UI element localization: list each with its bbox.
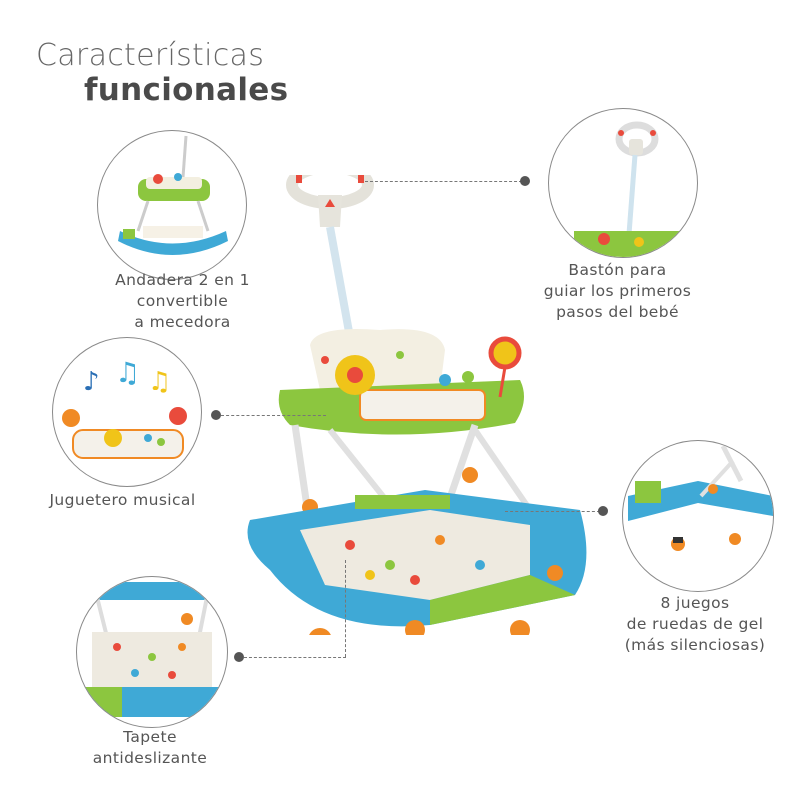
svg-text:♪: ♪ [83,367,100,397]
push-handle-image [574,121,684,257]
feature-circle-wheels [622,440,774,592]
musical-toys-image: ♪ ♫ ♫ [62,356,187,459]
connector-mat-vertical [345,560,346,657]
svg-text:♫: ♫ [115,356,140,389]
feature-label-mat: Tapete antideslizante [92,728,208,767]
connector-wheels [505,511,600,512]
feature-label-handle: Bastón para guiar los primeros pasos del… [543,261,692,321]
connector-handle [365,181,522,182]
rocker-walker-image [118,135,228,255]
gel-wheels-image [628,444,773,551]
connector-dot-handle [520,176,530,186]
connector-toys [221,415,326,416]
feature-circle-mat [76,576,228,728]
connector-dot-wheels [598,506,608,516]
feature-label-rocker: Andadera 2 en 1 convertible a mecedora [115,271,250,331]
svg-text:♫: ♫ [148,367,171,397]
heading-line-1: Características [36,38,265,73]
feature-circle-handle [548,108,698,258]
connector-dot-mat [234,652,244,662]
feature-circle-rocker [97,130,247,280]
feature-label-wheels: 8 juegos de ruedas de gel (más silencios… [624,594,766,654]
non-slip-mat-image [77,582,227,717]
feature-circle-toys: ♪ ♫ ♫ [52,337,202,487]
heading-line-2: funcionales [84,72,289,108]
feature-label-toys: Juguetero musical [49,491,196,509]
connector-mat [244,657,346,658]
baby-walker-image [247,175,587,635]
connector-dot-toys [211,410,221,420]
